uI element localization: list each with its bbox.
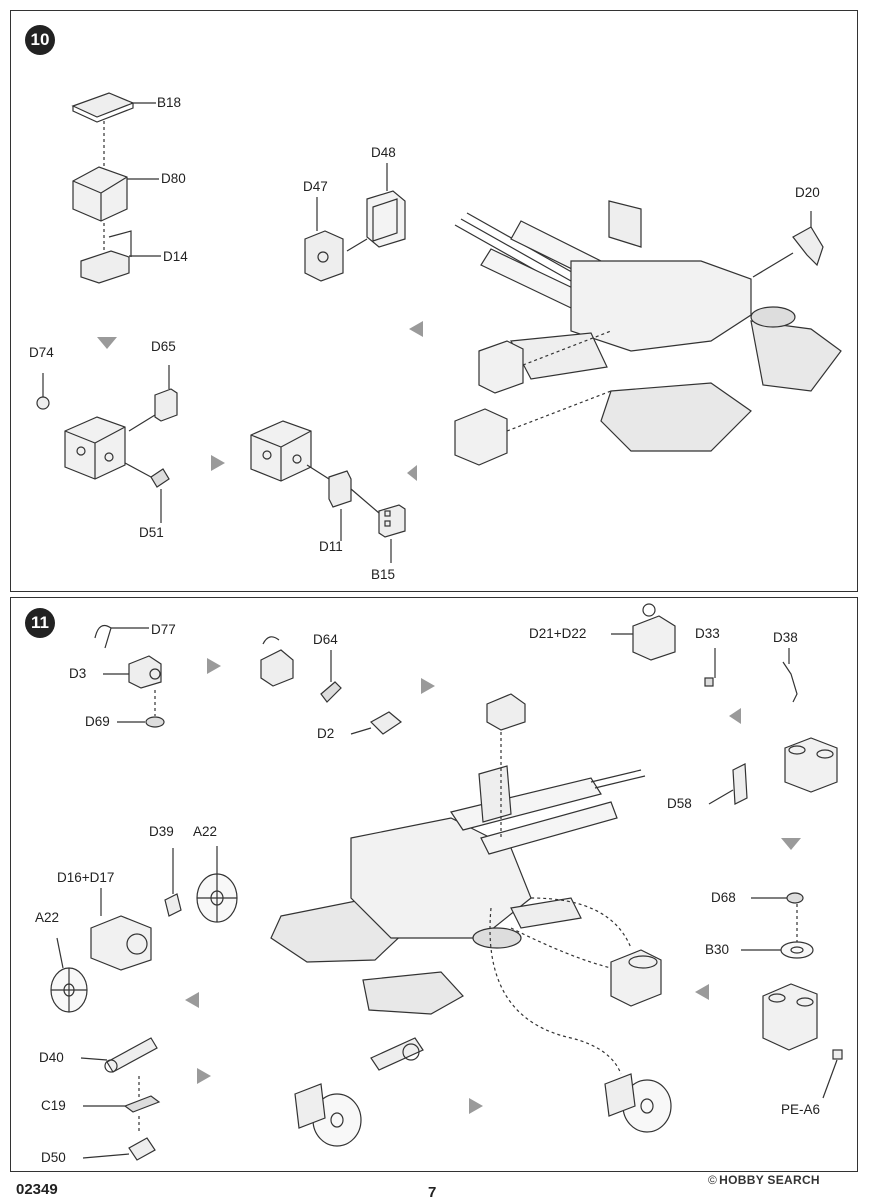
page-number: 7	[428, 1184, 437, 1201]
label-d16-d17: D16+D17	[57, 870, 115, 885]
right-arrow	[421, 678, 435, 694]
label-d14: D14	[163, 249, 188, 264]
right-arrow	[197, 1068, 211, 1084]
step-11-illustration	[50, 603, 843, 1161]
left-arrow	[185, 992, 199, 1008]
label-d47: D47	[303, 179, 328, 194]
step-10-panel: 10	[10, 10, 858, 592]
label-d80: D80	[161, 171, 186, 186]
right-arrow	[211, 455, 225, 471]
label-d48: D48	[371, 145, 396, 160]
label-d2: D2	[317, 726, 335, 741]
label-b30: B30	[705, 942, 730, 957]
step-10-illustration	[36, 92, 842, 563]
label-d65: D65	[151, 339, 176, 354]
part-a22-left-wheel	[50, 967, 88, 1013]
label-d40: D40	[39, 1050, 64, 1065]
part-d51-drawing	[150, 468, 170, 488]
left-arrow	[407, 465, 417, 481]
step-number-badge: 11	[25, 608, 55, 638]
watermark-text: HOBBY SEARCH	[719, 1173, 820, 1187]
part-pe-a6-drawing	[832, 1049, 843, 1060]
part-d58-drawing	[732, 763, 748, 805]
subassembly-wheel-lower-right	[604, 1073, 672, 1133]
part-d74-drawing	[36, 396, 50, 410]
label-d39: D39	[149, 824, 174, 839]
part-b18-drawing	[71, 92, 135, 123]
part-d39-drawing	[164, 893, 182, 917]
part-d38-drawing	[782, 661, 798, 703]
label-d58: D58	[667, 796, 692, 811]
main-carriage-assembly-10	[454, 200, 842, 466]
label-a22-top: A22	[193, 824, 218, 839]
label-d74: D74	[29, 345, 54, 360]
part-d65-drawing	[154, 388, 178, 422]
watermark: ©HOBBY SEARCH	[708, 1173, 820, 1187]
subassembly-d16-d17	[90, 915, 152, 971]
product-code: 02349	[16, 1181, 58, 1198]
label-b15: B15	[371, 567, 396, 582]
left-arrow	[729, 708, 741, 724]
subassembly-right-upper	[784, 737, 838, 793]
part-d47-drawing	[304, 230, 344, 282]
part-d2-drawing	[370, 711, 403, 735]
label-d20: D20	[795, 185, 820, 200]
part-d40-drawing	[104, 1037, 158, 1073]
subassembly-small-upper	[260, 636, 294, 687]
label-d68: D68	[711, 890, 736, 905]
label-d77: D77	[151, 622, 176, 637]
part-a22-top-wheel	[196, 873, 238, 923]
label-d64: D64	[313, 632, 338, 647]
part-d48-drawing	[366, 190, 406, 248]
label-a22-left: A22	[35, 910, 60, 925]
part-d68-drawing	[786, 892, 804, 904]
label-d33: D33	[695, 626, 720, 641]
part-d21-d22-drawing	[632, 603, 676, 661]
down-arrow	[781, 838, 801, 850]
part-d33-drawing	[704, 677, 714, 687]
part-d11-drawing	[328, 470, 352, 508]
label-d38: D38	[773, 630, 798, 645]
label-d50: D50	[41, 1150, 66, 1165]
part-d77-drawing	[94, 625, 112, 649]
subassembly-wheel-lower	[294, 1083, 362, 1147]
part-d64-drawing	[320, 681, 342, 703]
label-c19: C19	[41, 1098, 66, 1113]
step-11-panel: 11	[10, 597, 858, 1172]
part-d14-drawing	[80, 230, 132, 284]
part-d80-drawing	[72, 166, 128, 222]
flow-arrows-11	[185, 658, 801, 1114]
label-d69: D69	[85, 714, 110, 729]
left-arrow	[695, 984, 709, 1000]
subassembly-box-middle	[250, 420, 312, 482]
label-d51: D51	[139, 525, 164, 540]
left-arrow	[409, 321, 423, 337]
label-b18: B18	[157, 95, 182, 110]
down-arrow	[97, 337, 117, 349]
part-d50-drawing	[128, 1137, 156, 1161]
part-b15-drawing	[378, 504, 406, 538]
right-arrow	[469, 1098, 483, 1114]
subassembly-right-lower	[762, 983, 818, 1051]
part-d69-drawing	[145, 716, 165, 728]
subassembly-barrel-lower	[370, 1037, 424, 1071]
part-d20-drawing	[792, 226, 824, 267]
label-pe-a6: PE-A6	[781, 1102, 821, 1117]
part-b30-drawing	[780, 941, 814, 959]
subassembly-box-left	[64, 416, 126, 480]
label-d3: D3	[69, 666, 87, 681]
part-c19-drawing	[123, 1095, 161, 1113]
right-arrow	[207, 658, 221, 674]
main-carriage-assembly-11	[270, 693, 646, 1075]
label-d21-d22: D21+D22	[529, 626, 587, 641]
step-number-badge: 10	[25, 25, 55, 55]
subassembly-right-mid	[610, 949, 662, 1007]
label-d11: D11	[319, 539, 343, 554]
part-d3-drawing	[128, 655, 162, 689]
flow-arrows-10	[97, 321, 423, 481]
copyright-symbol: ©	[708, 1173, 718, 1187]
